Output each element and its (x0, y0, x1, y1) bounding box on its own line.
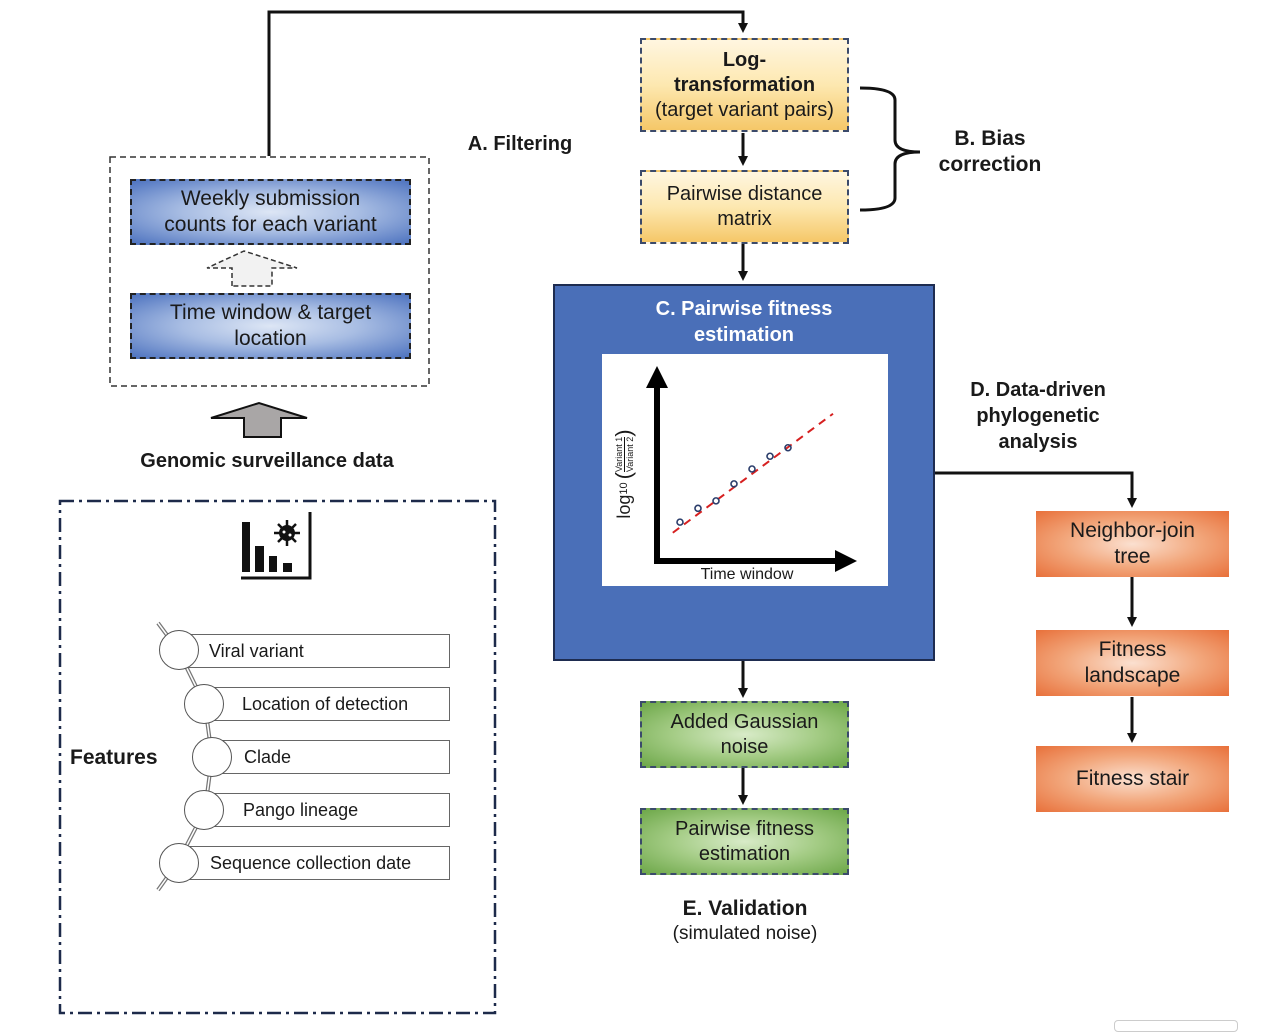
chart-point-6 (784, 443, 792, 452)
chart-ylabel-denominator: Variant 2 (624, 436, 635, 473)
chart-point-5 (766, 452, 774, 461)
validation-estimation-box: Pairwise fitness estimation (640, 808, 849, 875)
chart-y-axis-arrowhead (646, 366, 668, 388)
weekly-counts-line2: counts for each variant (164, 213, 377, 236)
pairwise-fitness-panel: C. Pairwise fitness estimation Time wind… (553, 284, 935, 661)
time-window-box: Time window & target location (130, 293, 411, 359)
section-b-line2: correction (938, 153, 1042, 176)
distance-line2: matrix (717, 208, 772, 230)
feature-item-collection-date: Sequence collection date (180, 846, 450, 880)
connector-filtering-to-log (267, 10, 748, 156)
feature-item-viral-variant: Viral variant (180, 634, 450, 668)
connector-c-to-nj (935, 471, 1137, 508)
features-outer-box (58, 499, 497, 1015)
time-window-line2: location (234, 327, 307, 350)
chart-ylabel-log: log (613, 494, 634, 519)
feature-bullet-icon (184, 684, 224, 724)
chart-point-0 (676, 518, 684, 526)
features-label: Features (70, 746, 158, 769)
feature-bullet-icon (159, 630, 199, 670)
chart-point-3 (730, 480, 738, 488)
weekly-counts-line1: Weekly submission (180, 187, 361, 210)
gray-up-arrow-icon (210, 401, 308, 438)
log-line2: transformation (673, 73, 816, 96)
section-b-line1: B. Bias (954, 127, 1026, 150)
section-d-label: D. Data-driven phylogenetic analysis (950, 377, 1126, 455)
chart-xlabel: Time window (700, 566, 794, 583)
section-e-title: E. Validation (682, 897, 808, 920)
weekly-counts-box: Weekly submission counts for each varian… (130, 179, 411, 245)
gaussian-noise-box: Added Gaussian noise (640, 701, 849, 768)
stair-label: Fitness stair (1075, 767, 1190, 790)
feature-item-label: Viral variant (209, 641, 304, 661)
chart-point-1 (694, 504, 702, 513)
feature-item-label: Sequence collection date (210, 853, 412, 873)
chart-ylabel-numerator: Variant 1 (613, 436, 625, 473)
noise-line1: Added Gaussian (670, 710, 819, 733)
landscape-line2: landscape (1084, 664, 1181, 687)
log-transformation-box: Log- transformation (target variant pair… (640, 38, 849, 132)
nj-line1: Neighbor-join (1070, 519, 1195, 542)
corner-frame (1114, 1020, 1238, 1032)
nj-line2: tree (1114, 545, 1151, 568)
log-line3: (target variant pairs) (655, 98, 834, 121)
chart-point-2 (712, 497, 720, 505)
section-c-line2: estimation (693, 324, 795, 346)
chart-x-axis-arrowhead (835, 550, 857, 572)
landscape-line1: Fitness (1098, 638, 1167, 661)
section-d-line2: phylogenetic (976, 405, 1100, 427)
time-window-line1: Time window & target (169, 301, 372, 324)
fitness-chart (646, 366, 857, 572)
feature-item-label: Pango lineage (243, 800, 359, 820)
dashed-up-arrow-icon (206, 250, 298, 287)
section-b-label: B. Bias correction (920, 126, 1060, 178)
feature-item-location: Location of detection (205, 687, 450, 721)
feature-bullet-icon (192, 737, 232, 777)
fitness-stair-box: Fitness stair (1036, 746, 1229, 812)
section-c-title: C. Pairwise fitness estimation (555, 296, 933, 348)
distance-line1: Pairwise distance (666, 183, 823, 205)
noise-line2: noise (720, 735, 769, 758)
section-e-label: E. Validation (simulated noise) (640, 896, 850, 946)
section-d-line3: analysis (998, 431, 1078, 453)
est-line1: Pairwise fitness (675, 817, 814, 840)
chart-ylabel-sub: 10 (618, 482, 630, 495)
chart-point-4 (748, 465, 756, 473)
filtering-outer-box (109, 156, 430, 387)
feature-item-clade: Clade (213, 740, 450, 774)
fitness-landscape-box: Fitness landscape (1036, 630, 1229, 696)
distance-matrix-box: Pairwise distance matrix (640, 170, 849, 244)
virus-chart-icon (241, 512, 312, 580)
feature-bullet-icon (159, 843, 199, 883)
feature-bullet-icon (184, 790, 224, 830)
section-a-label: A. Filtering (467, 133, 573, 155)
section-e-subtitle: (simulated noise) (672, 923, 818, 944)
brace-bias-correction (859, 86, 921, 212)
section-d-line1: D. Data-driven (970, 379, 1106, 401)
est-line2: estimation (698, 842, 791, 865)
section-c-line1: C. Pairwise fitness (655, 298, 833, 320)
feature-item-label: Clade (244, 747, 292, 767)
log-line1: Log- (722, 48, 767, 71)
neighbor-join-box: Neighbor-join tree (1036, 511, 1229, 577)
feature-item-label: Location of detection (242, 694, 409, 714)
chart-fit-line (672, 412, 834, 534)
feature-item-pango: Pango lineage (205, 793, 450, 827)
genomic-surveillance-label: Genomic surveillance data (140, 450, 394, 472)
